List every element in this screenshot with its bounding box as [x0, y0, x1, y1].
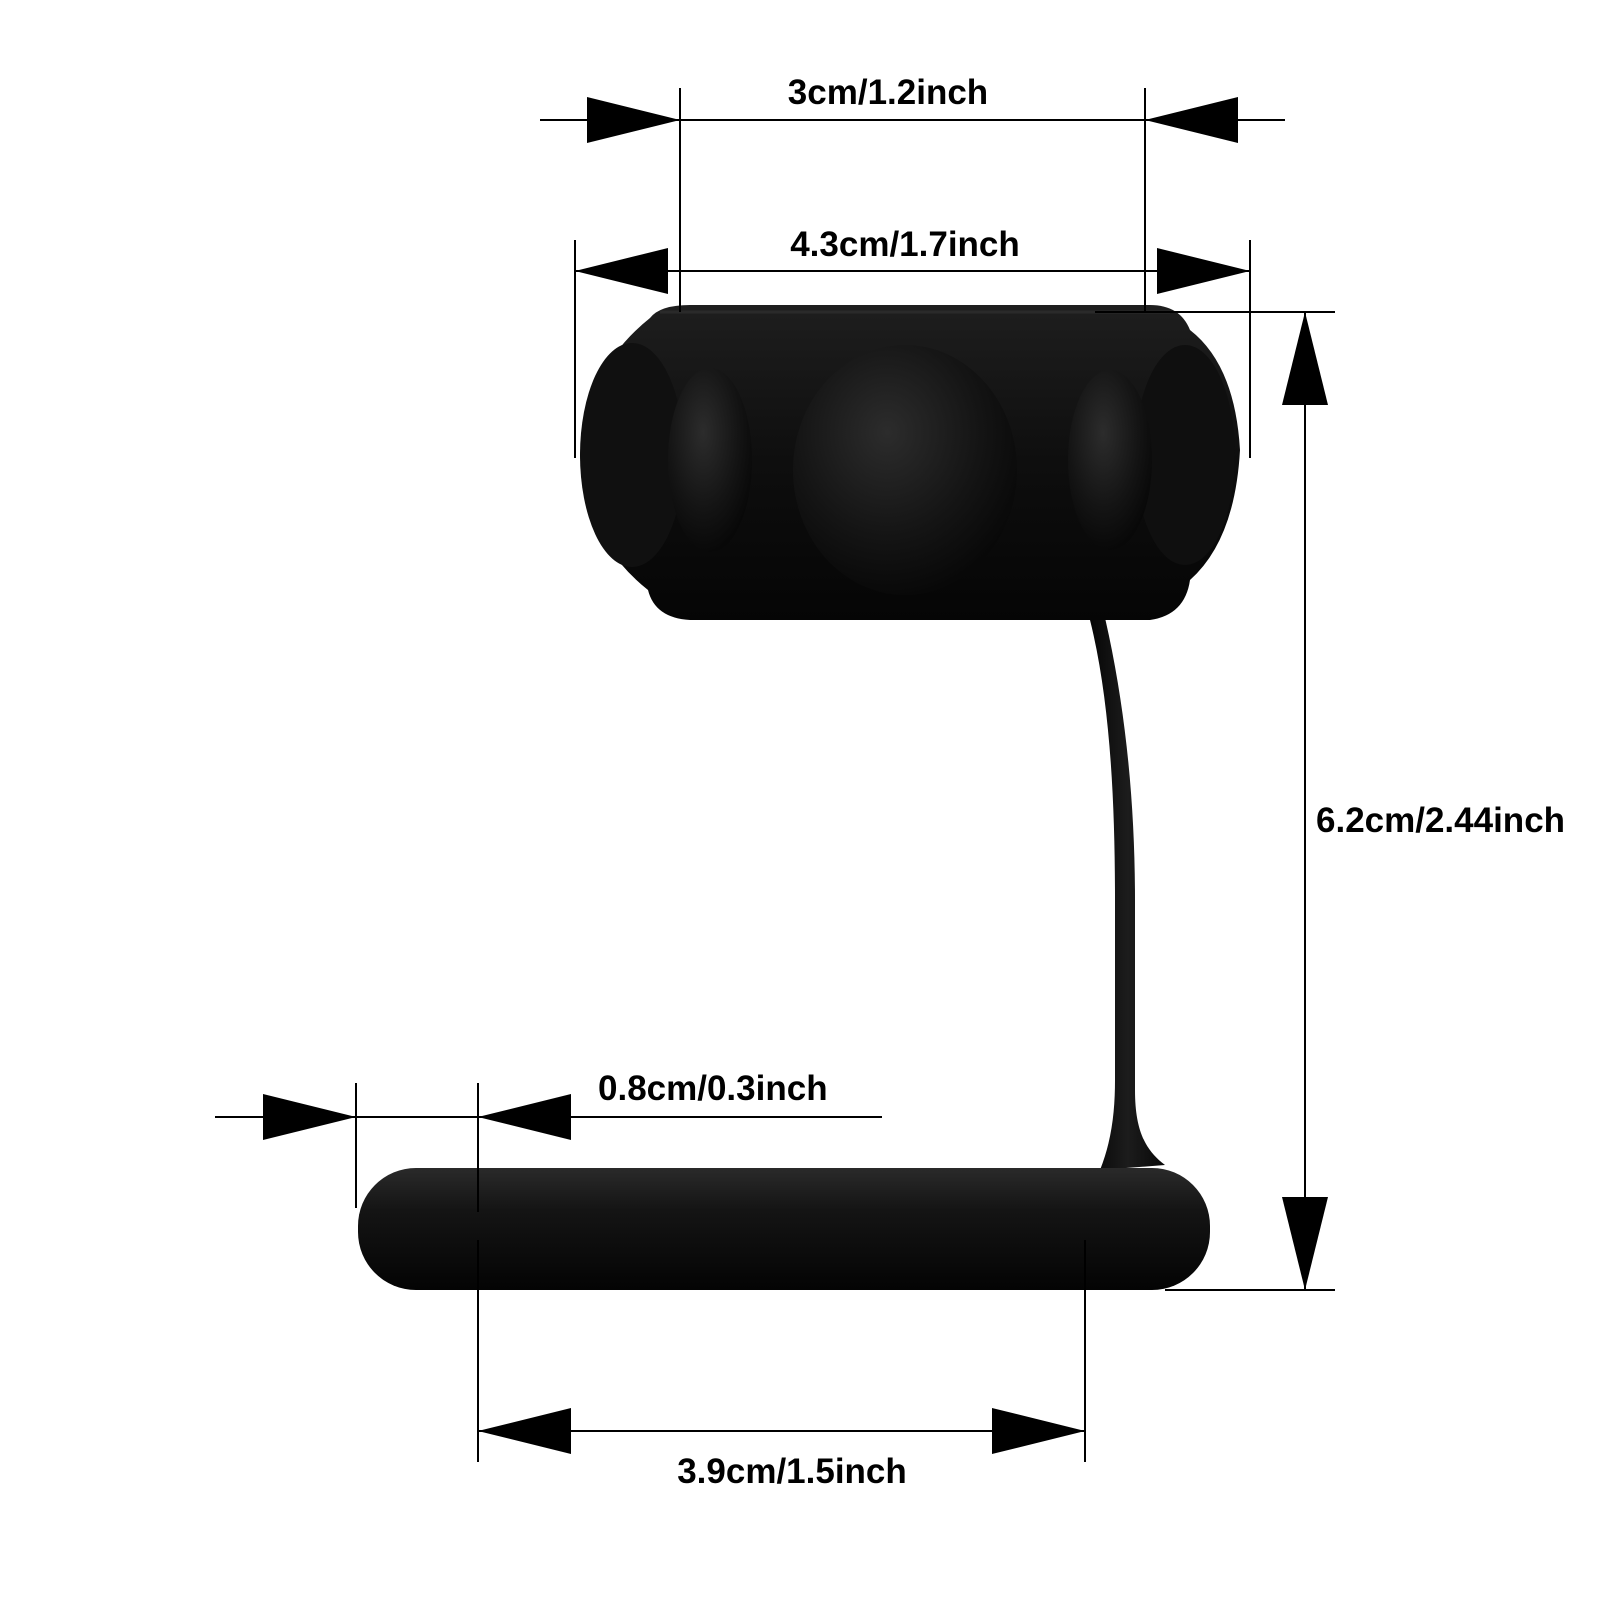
arrowhead	[587, 97, 680, 143]
center-bump	[793, 345, 1017, 595]
arrowhead	[1157, 248, 1250, 294]
arrowhead	[575, 248, 668, 294]
bottom-ring	[358, 1168, 1210, 1290]
outer-width-top-label: 4.3cm/1.7inch	[790, 225, 1020, 264]
arrowhead	[478, 1408, 571, 1454]
right-side-bump	[1135, 345, 1235, 565]
arrowhead	[992, 1408, 1085, 1454]
inner-width-bottom-label: 3.9cm/1.5inch	[677, 1452, 907, 1491]
left-lens-bump	[668, 368, 752, 552]
right-lens-bump	[1068, 370, 1152, 550]
silicone-ring-product	[358, 305, 1240, 1290]
inner-width-top-label: 3cm/1.2inch	[788, 73, 988, 112]
left-side-bump	[580, 343, 684, 567]
ring-thickness-label: 0.8cm/0.3inch	[598, 1069, 828, 1108]
arrowhead	[478, 1094, 571, 1140]
top-ring-band	[580, 305, 1240, 620]
arrowhead	[263, 1094, 356, 1140]
connecting-strap	[1090, 605, 1165, 1170]
arrowhead	[1282, 312, 1328, 405]
dimension-arrowheads	[263, 97, 1328, 1454]
arrowhead	[1282, 1197, 1328, 1290]
total-height-label: 6.2cm/2.44inch	[1316, 801, 1565, 840]
arrowhead	[1145, 97, 1238, 143]
